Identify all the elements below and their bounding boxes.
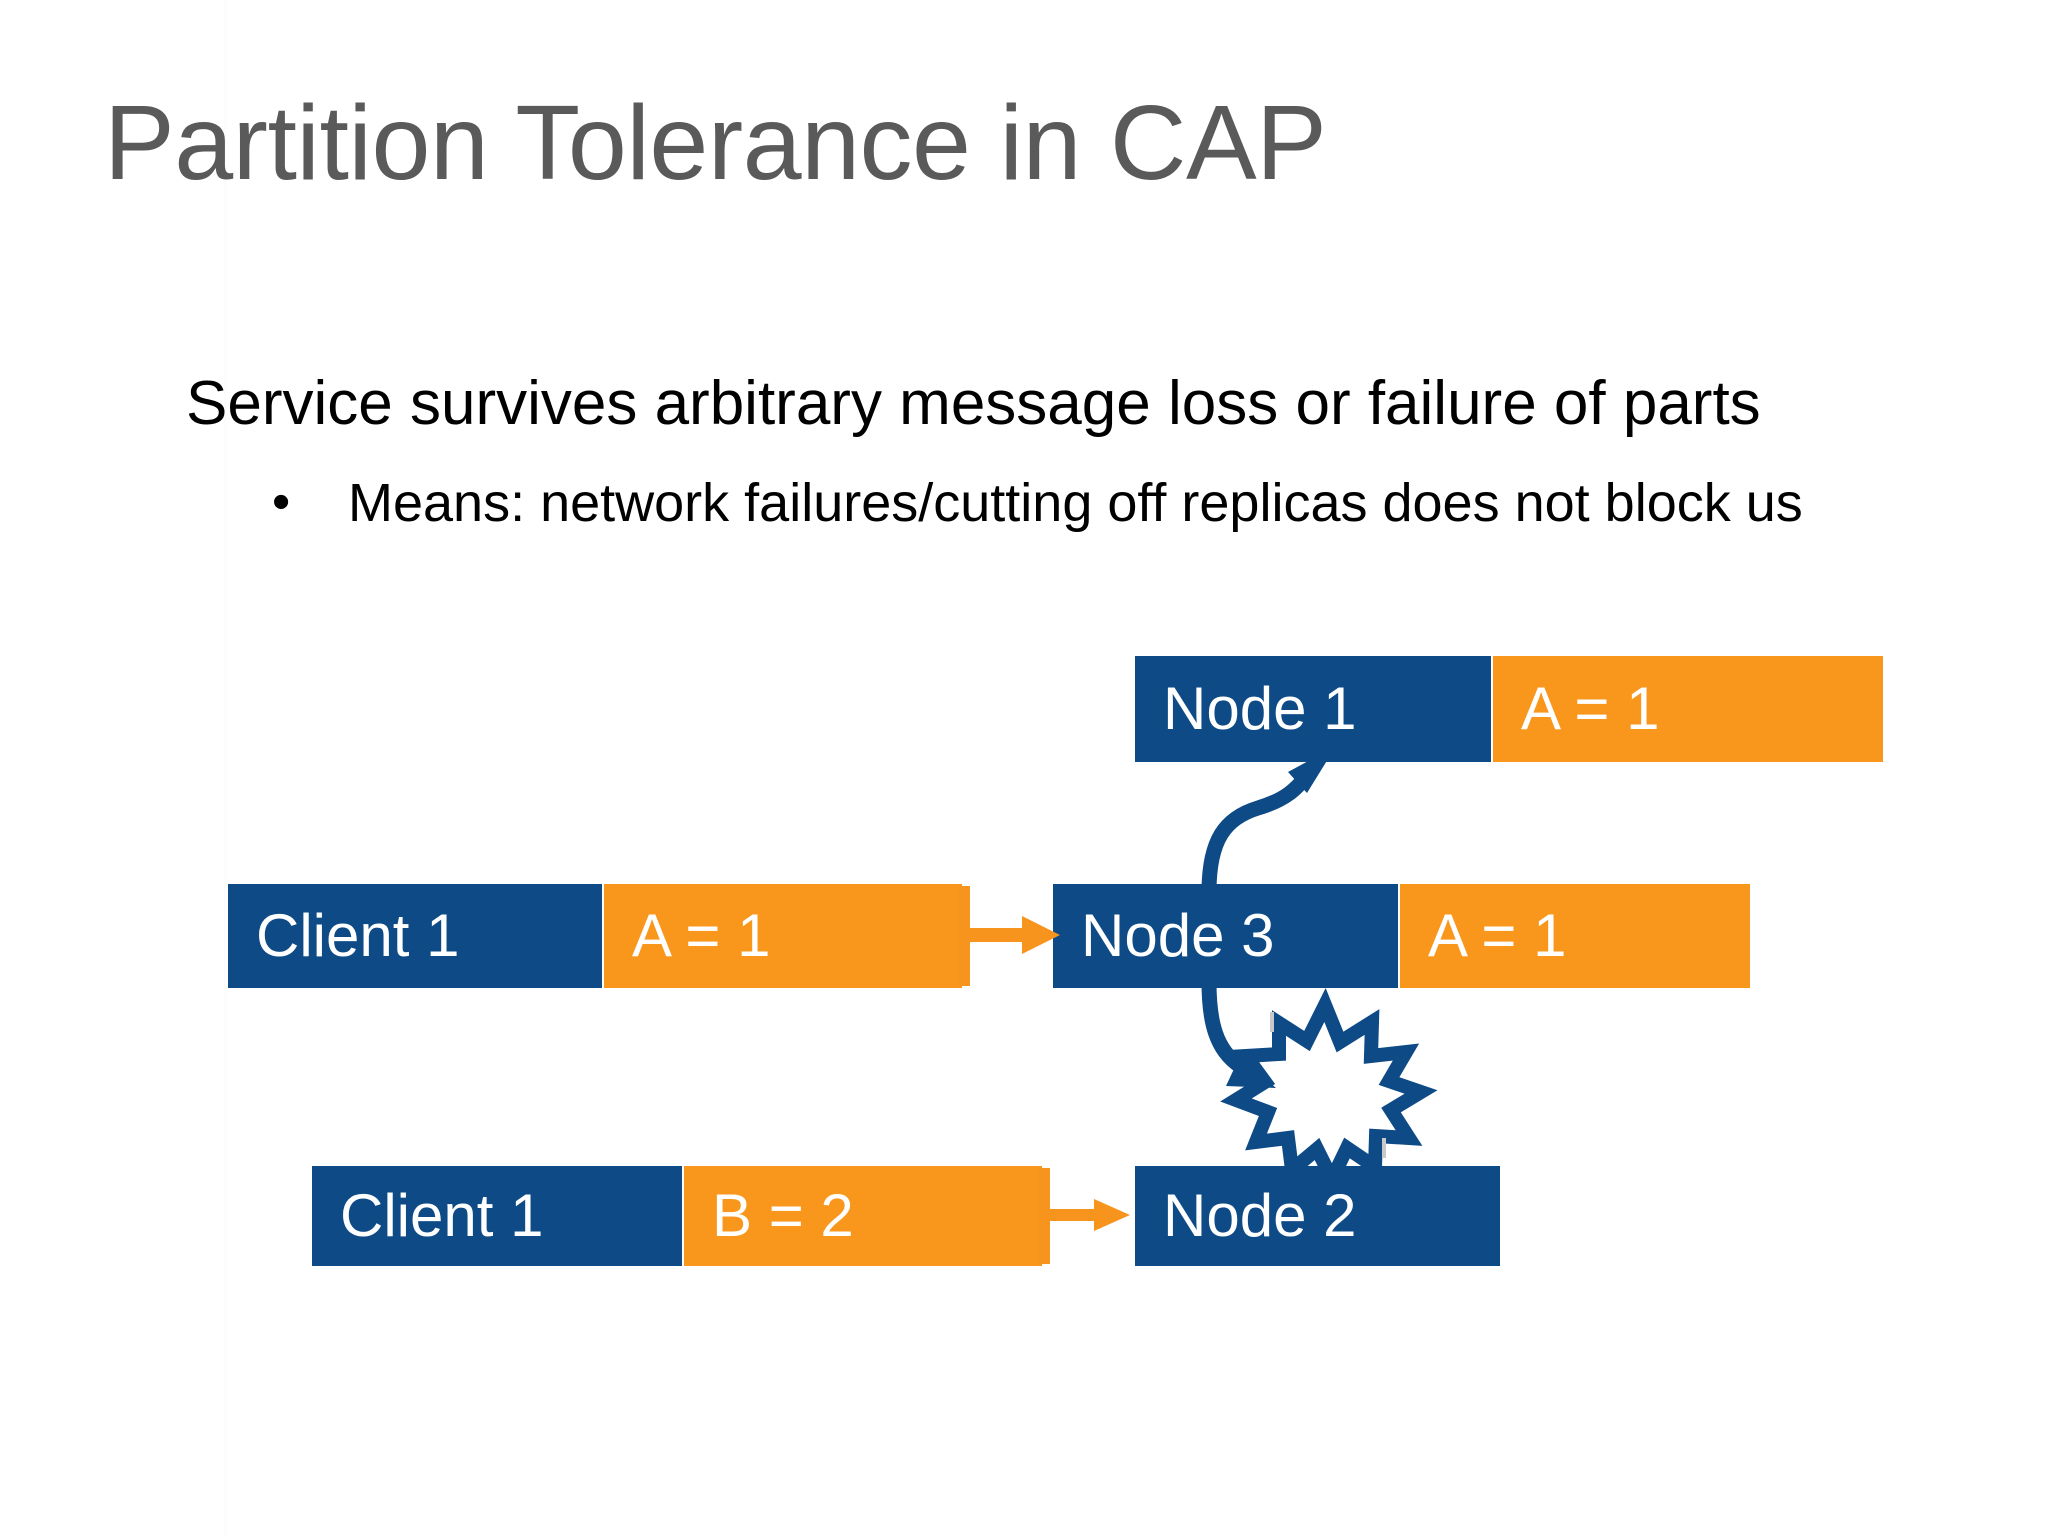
- node3-value-box: A = 1: [1400, 884, 1750, 988]
- node1-box: Node 1: [1135, 656, 1491, 762]
- tick-mark-lower: [1382, 1138, 1386, 1158]
- arrow-node3-to-node1-icon: [1201, 746, 1336, 900]
- arrow-node3-to-node2-icon: [1201, 974, 1276, 1088]
- node3-box: Node 3: [1053, 884, 1398, 988]
- arrow-client1-to-node2-icon: [1038, 1168, 1130, 1264]
- content-edge-rule: [224, 0, 226, 1536]
- client1-box-row2: Client 1: [312, 1166, 682, 1266]
- node2-box: Node 2: [1135, 1166, 1500, 1266]
- bullet-marker-icon: •: [272, 473, 291, 531]
- client1-box-row1: Client 1: [228, 884, 602, 988]
- node1-value-box: A = 1: [1493, 656, 1883, 762]
- page-title: Partition Tolerance in CAP: [104, 84, 1327, 202]
- tick-mark-upper: [1270, 1012, 1274, 1032]
- body-statement: Service survives arbitrary message loss …: [186, 369, 1761, 438]
- client1-value-box-row2: B = 2: [684, 1166, 1042, 1266]
- client1-value-box-row1: A = 1: [604, 884, 962, 988]
- arrow-client1-to-node3-icon: [958, 886, 1060, 986]
- failure-burst-icon: [1220, 988, 1438, 1195]
- bullet-item-label: Means: network failures/cutting off repl…: [348, 473, 1803, 533]
- bullet-list-item: • Means: network failures/cutting off re…: [272, 472, 1803, 536]
